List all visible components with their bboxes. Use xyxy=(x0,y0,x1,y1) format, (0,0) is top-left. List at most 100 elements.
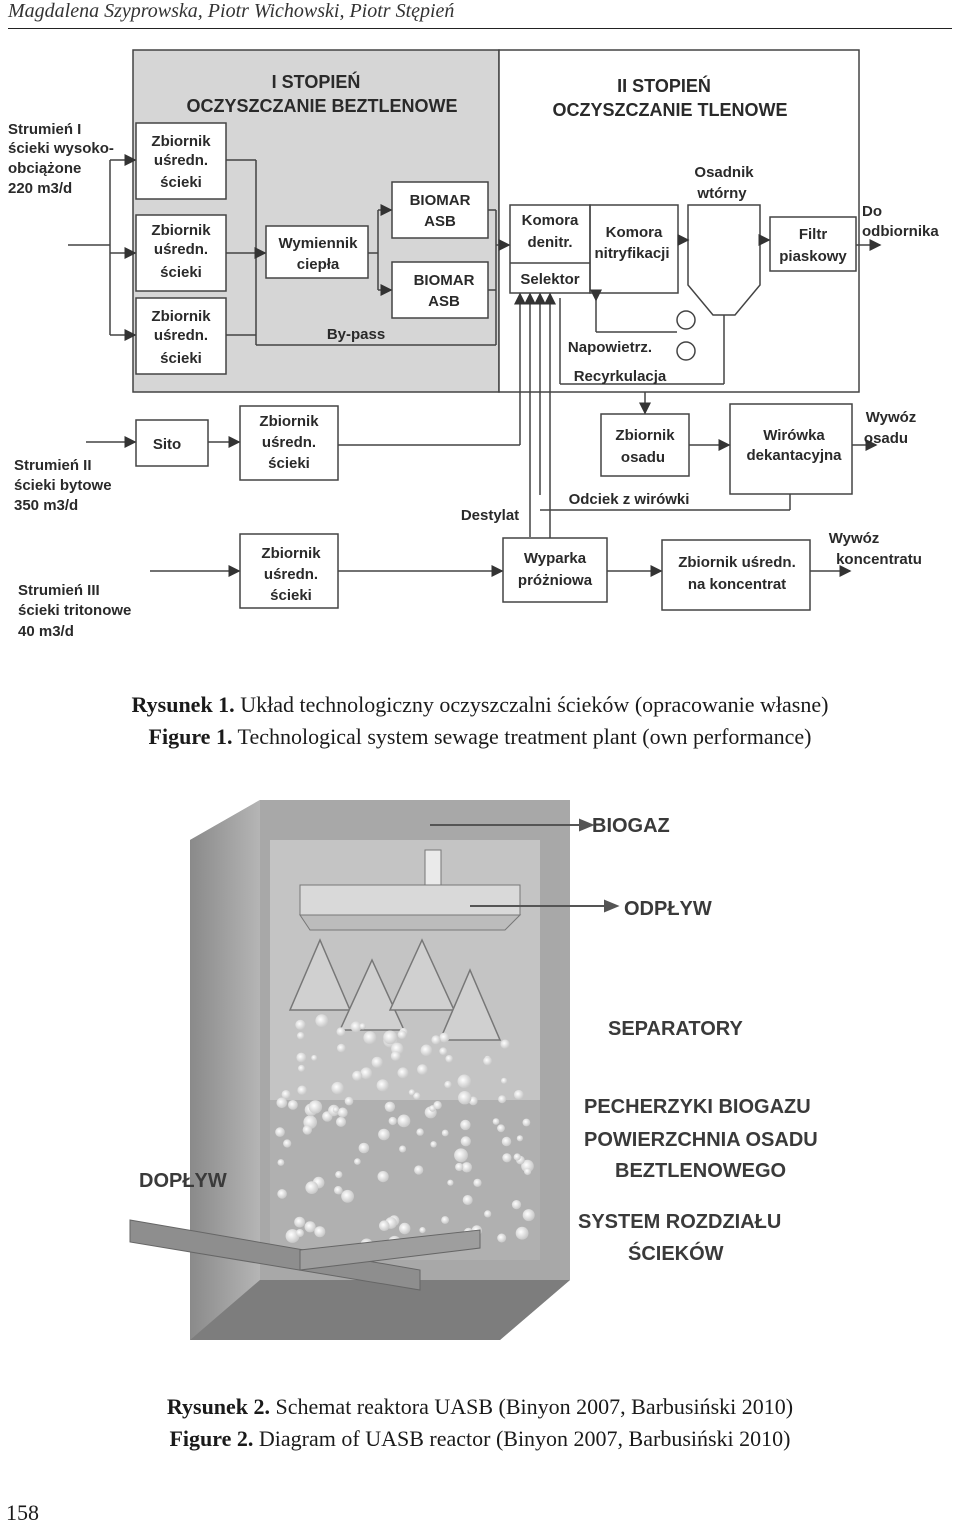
sand-filter-label-2: piaskowy xyxy=(779,248,847,265)
stage-2-panel xyxy=(498,49,860,393)
concentrate-tank-label-2: na koncentrat xyxy=(688,576,786,593)
sludge-tank-label-1: Zbiornik xyxy=(615,427,675,444)
figure-1-process-diagram: I STOPIEŃ OCZYSZCZANIE BEZTLENOWE II STO… xyxy=(8,49,939,640)
tank-1-label-2: uśredn. xyxy=(154,152,208,169)
page-number: 158 xyxy=(6,1500,39,1525)
tank-1-label-1: Zbiornik xyxy=(151,133,211,150)
tank-4-label-1: Zbiornik xyxy=(259,413,319,430)
evaporator-label-2: próżniowa xyxy=(518,572,593,589)
sieve-label: Sito xyxy=(153,436,181,453)
biomar-2-label-2: ASB xyxy=(428,293,460,310)
figure-2-caption-en: Figure 2. Diagram of UASB reactor (Binyo… xyxy=(0,1424,960,1454)
tank-3-label-3: ścieki xyxy=(160,350,202,367)
heat-exchanger-label-2: ciepła xyxy=(297,256,340,273)
biomar-1-label-1: BIOMAR xyxy=(410,192,471,209)
receiver-label-2: odbiornika xyxy=(862,223,939,240)
centrifuge-label-1: Wirówka xyxy=(763,427,825,444)
label-separatory: SEPARATORY xyxy=(608,1018,743,1040)
centrate-label: Odciek z wirówki xyxy=(569,491,690,508)
stream-2-flow: 350 m3/d xyxy=(14,497,78,514)
figure-1-caption-pl-label: Rysunek 1. xyxy=(131,692,235,717)
equalization-tank-1 xyxy=(135,122,227,200)
figure-1-caption-en-text: Technological system sewage treatment pl… xyxy=(232,724,812,749)
label-powierzchnia-2: BEZTLENOWEGO xyxy=(615,1160,786,1182)
figure-1-caption-en: Figure 1. Technological system sewage tr… xyxy=(0,722,960,752)
aeration-pump-icon xyxy=(676,310,696,330)
concentrate-tank-label-1: Zbiornik uśredn. xyxy=(678,554,796,571)
figure-2-caption-pl-label: Rysunek 2. xyxy=(166,1394,271,1419)
evaporator-label-1: Wyparka xyxy=(524,550,587,567)
stream-1-flow: 220 m3/d xyxy=(8,180,72,197)
recirculation-pump-icon xyxy=(676,341,696,361)
settler-label-1: Osadnik xyxy=(694,164,754,181)
receiver-label-1: Do xyxy=(862,203,882,220)
tank-1-label-3: ścieki xyxy=(160,174,202,191)
bypass-label: By-pass xyxy=(327,326,385,343)
concentrate-removal-label-1: Wywóz xyxy=(829,530,880,547)
stream-3-desc: ścieki tritonowe xyxy=(18,602,131,619)
concentrate-removal-label-2: koncentratu xyxy=(836,551,922,568)
secondary-settler-shape xyxy=(687,204,761,316)
header-rule xyxy=(8,28,952,29)
stage-1-subtitle: OCZYSZCZANIE BEZTLENOWE xyxy=(187,96,458,116)
tank-4-label-2: uśredn. xyxy=(262,434,316,451)
stream-2-desc: ścieki bytowe xyxy=(14,477,112,494)
aeration-label: Napowietrz. xyxy=(568,339,652,356)
label-pecherzyki: PECHERZYKI BIOGAZU xyxy=(584,1096,811,1118)
figure-1-caption-en-label: Figure 1. xyxy=(148,724,233,749)
nitrification-chamber xyxy=(589,204,679,294)
distillate-label: Destylat xyxy=(461,507,519,524)
tank-4-label-3: ścieki xyxy=(268,455,310,472)
vacuum-evaporator-box xyxy=(502,537,608,603)
heat-exchanger-label-1: Wymiennik xyxy=(279,235,359,252)
biomar-2-label-1: BIOMAR xyxy=(414,272,475,289)
tank-3-label-2: uśredn. xyxy=(154,327,208,344)
effluent-trough xyxy=(299,884,521,916)
stream-1-title: Strumień I xyxy=(8,121,81,138)
figure-2-uasb-reactor: BIOGAZ ODPŁYW SEPARATORY PECHERZYKI BIOG… xyxy=(129,800,818,1340)
stage-2-title: II STOPIEŃ xyxy=(617,75,711,96)
tank-2-label-1: Zbiornik xyxy=(151,222,211,239)
label-biogaz: BIOGAZ xyxy=(592,815,670,837)
figure-1-caption-pl: Rysunek 1. Układ technologiczny oczyszcz… xyxy=(0,690,960,720)
concentrate-tank-box xyxy=(661,539,811,611)
figure-1-caption-pl-text: Układ technologiczny oczyszczalni ściekó… xyxy=(234,692,829,717)
denitr-label-1: Komora xyxy=(522,212,579,229)
nitrif-label-2: nitryfikacji xyxy=(594,245,669,262)
equalization-tank-3 xyxy=(135,297,227,375)
figure-2-caption-pl-text: Schemat reaktora UASB (Binyon 2007, Barb… xyxy=(270,1394,794,1419)
running-header-authors: Magdalena Szyprowska, Piotr Wichowski, P… xyxy=(8,0,455,22)
stage-1-title: I STOPIEŃ xyxy=(272,71,361,92)
tank-5-label-2: uśredn. xyxy=(264,566,318,583)
tank-2-label-3: ścieki xyxy=(160,264,202,281)
tank-5-label-3: ścieki xyxy=(270,587,312,604)
biogas-outlet-pipe xyxy=(424,849,442,891)
label-odplyw: ODPŁYW xyxy=(624,898,712,920)
figure-2-caption-en-label: Figure 2. xyxy=(169,1426,254,1451)
settler-label-2: wtórny xyxy=(696,185,747,202)
sand-filter-label-1: Filtr xyxy=(799,226,827,243)
distribution-pipe xyxy=(299,1229,481,1271)
label-system-1: SYSTEM ROZDZIAŁU xyxy=(578,1211,781,1233)
denitr-label-2: denitr. xyxy=(527,234,572,251)
recirculation-label: Recyrkulacja xyxy=(574,368,667,385)
sludge-tank-label-2: osadu xyxy=(621,449,665,466)
biogas-bubbles xyxy=(275,1014,535,1252)
tank-2-label-2: uśredn. xyxy=(154,241,208,258)
nitrif-label-1: Komora xyxy=(606,224,663,241)
biomar-1-label-2: ASB xyxy=(424,213,456,230)
stream-1-desc-2: obciążone xyxy=(8,160,81,177)
figure-2-caption-pl: Rysunek 2. Schemat reaktora UASB (Binyon… xyxy=(0,1392,960,1422)
tank-3-label-1: Zbiornik xyxy=(151,308,211,325)
stream-3-flow: 40 m3/d xyxy=(18,623,74,640)
stream-3-title: Strumień III xyxy=(18,582,100,599)
centrifuge-label-2: dekantacyjna xyxy=(746,447,842,464)
sludge-removal-label-1: Wywóz xyxy=(866,409,917,426)
label-powierzchnia-1: POWIERZCHNIA OSADU xyxy=(584,1129,818,1151)
label-system-2: ŚCIEKÓW xyxy=(628,1241,724,1265)
sludge-removal-label-2: osadu xyxy=(864,430,908,447)
biomar-reactor-1 xyxy=(391,181,489,239)
sludge-tank-box xyxy=(600,413,690,477)
figure-2-caption-en-text: Diagram of UASB reactor (Binyon 2007, Ba… xyxy=(253,1426,791,1451)
label-doplyw: DOPŁYW xyxy=(139,1170,227,1192)
